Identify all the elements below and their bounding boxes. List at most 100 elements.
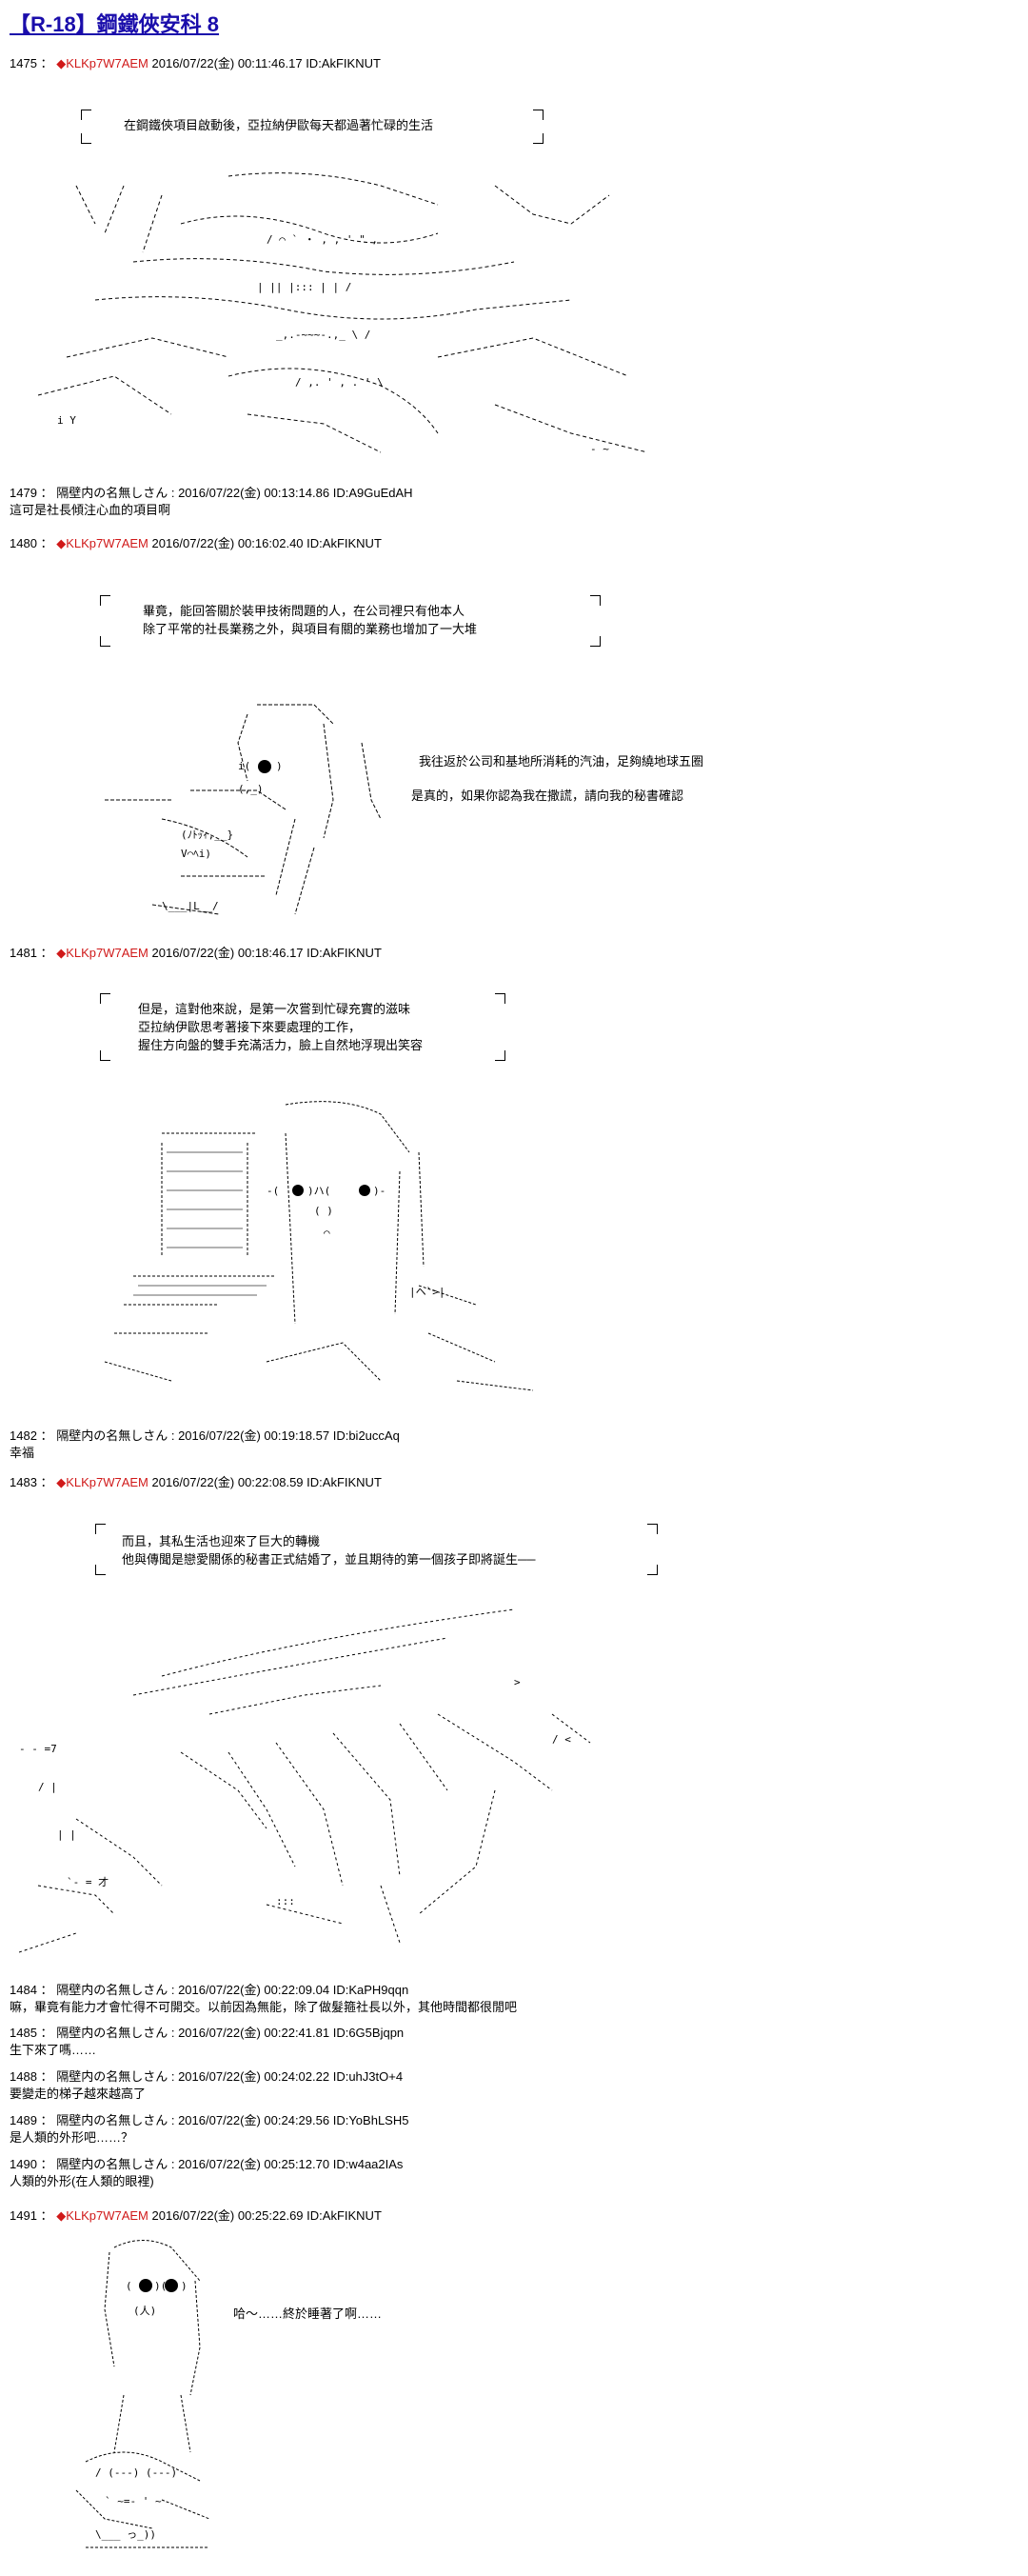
poster-name: 隔壁内の名無しさん xyxy=(56,2113,168,2127)
post-number[interactable]: 1483 xyxy=(10,1475,37,1489)
narration-bracket-icon xyxy=(81,133,91,144)
thread-title-link[interactable]: 【R-18】鋼鐵俠安科 8 xyxy=(10,12,220,36)
narration-bracket-icon xyxy=(590,595,601,606)
post-number[interactable]: 1491 xyxy=(10,2208,37,2223)
poster-name: 隔壁内の名無しさん xyxy=(56,2026,168,2040)
svg-text:(人): (人) xyxy=(133,2305,156,2317)
separator: : xyxy=(170,2026,175,2040)
svg-text:` ~=- ' ~: ` ~=- ' ~ xyxy=(105,2495,162,2507)
svg-text:i Y: i Y xyxy=(57,414,76,427)
separator: : xyxy=(170,2113,175,2127)
narration-bracket-icon xyxy=(647,1565,658,1575)
post-date: 2016/07/22(金) 00:25:22.69 xyxy=(151,2208,304,2223)
post-id[interactable]: ID:AkFIKNUT xyxy=(306,946,382,960)
post-number[interactable]: 1488 xyxy=(10,2069,37,2084)
separator: : xyxy=(170,1983,175,1997)
post-id[interactable]: ID:AkFIKNUT xyxy=(306,536,382,550)
post-header: 1479 ： 隔壁内の名無しさん : 2016/07/22(金) 00:13:1… xyxy=(10,483,413,501)
svg-text:( ): ( ) xyxy=(314,1205,333,1217)
svg-text:`- = 才: `- = 才 xyxy=(67,1875,109,1888)
svg-text:)(: )( xyxy=(154,2280,167,2292)
post-body: 生下來了嗎…… xyxy=(10,2043,97,2057)
post-id[interactable]: ID:w4aa2IAs xyxy=(332,2157,404,2171)
separator: ： xyxy=(40,2208,53,2223)
ascii-art-hand-gesture: - - =7 / | | | `- = 才 > / < ::: xyxy=(19,1600,628,1971)
svg-text:)-: )- xyxy=(373,1185,386,1197)
svg-text:/ <: / < xyxy=(552,1733,571,1746)
svg-text:)ハ(: )ハ( xyxy=(307,1185,330,1197)
poster-name: KLKp7W7AEM xyxy=(66,946,148,960)
separator: : xyxy=(170,486,175,500)
post-body: 是人類的外形吧……？ xyxy=(10,2130,134,2145)
post-number[interactable]: 1490 xyxy=(10,2157,37,2171)
separator: ： xyxy=(40,946,53,960)
post-header: 1482 ： 隔壁内の名無しさん : 2016/07/22(金) 00:19:1… xyxy=(10,1426,400,1444)
svg-text:>: > xyxy=(514,1676,521,1688)
poster-name: 隔壁内の名無しさん xyxy=(56,2069,168,2084)
narration-bracket-icon xyxy=(495,993,505,1004)
post-id[interactable]: ID:YoBhLSH5 xyxy=(332,2113,409,2127)
post-id[interactable]: ID:bi2uccAq xyxy=(332,1428,400,1443)
narration-bracket-icon xyxy=(95,1524,106,1534)
post-number[interactable]: 1484 xyxy=(10,1983,37,1997)
svg-text:\___|L__/: \___|L__/ xyxy=(162,900,219,912)
narration-bracket-icon xyxy=(95,1565,106,1575)
narration-bracket-icon xyxy=(533,110,544,120)
svg-text:⌒: ⌒ xyxy=(324,1227,330,1239)
svg-text:-(: -( xyxy=(267,1185,279,1197)
post-date: 2016/07/22(金) 00:19:18.57 xyxy=(178,1428,330,1443)
post-number[interactable]: 1482 xyxy=(10,1428,37,1443)
poster-name: 隔壁内の名無しさん xyxy=(56,1983,168,1997)
post-number[interactable]: 1479 xyxy=(10,486,37,500)
svg-text:): ) xyxy=(181,2280,188,2292)
post-body: 這可是社長傾注心血的項目啊 xyxy=(10,503,171,517)
svg-text:/ |: / | xyxy=(38,1781,57,1793)
post-number[interactable]: 1475 xyxy=(10,56,37,70)
post-body: 要變走的梯子越來越高了 xyxy=(10,2087,147,2101)
separator: ： xyxy=(40,2157,53,2171)
ascii-art-character-holding-baby: ( )( ) (人) / (---) (---) ` ~=- ' ~ \___ … xyxy=(67,2233,228,2566)
post-date: 2016/07/22(金) 00:18:46.17 xyxy=(151,946,304,960)
post-id[interactable]: ID:AkFIKNUT xyxy=(306,1475,382,1489)
post-id[interactable]: ID:KaPH9qqn xyxy=(332,1983,409,1997)
svg-text:(ﾉﾄｯｨ,__}: (ﾉﾄｯｨ,__} xyxy=(181,829,233,841)
post-number[interactable]: 1480 xyxy=(10,536,37,550)
dialogue-text: 我往返於公司和基地所消耗的汽油，足夠繞地球五圈 xyxy=(419,754,704,769)
post-date: 2016/07/22(金) 00:16:02.40 xyxy=(151,536,304,550)
poster-name: KLKp7W7AEM xyxy=(66,1475,148,1489)
post-id[interactable]: ID:A9GuEdAH xyxy=(332,486,413,500)
post-date: 2016/07/22(金) 00:22:41.81 xyxy=(178,2026,330,2040)
post-number[interactable]: 1485 xyxy=(10,2026,37,2040)
svg-text:| || |::: | | /: | || |::: | | / xyxy=(257,281,351,293)
svg-text:(,_): (,_) xyxy=(238,783,264,795)
svg-text:(: ( xyxy=(126,2280,132,2292)
svg-text:|ヘ`>|: |ヘ`>| xyxy=(409,1286,445,1298)
post-header: 1481 ： ◆KLKp7W7AEM 2016/07/22(金) 00:18:4… xyxy=(10,943,382,961)
post-id[interactable]: ID:AkFIKNUT xyxy=(306,56,381,70)
poster-name: 隔壁内の名無しさん xyxy=(56,486,168,500)
separator: ： xyxy=(40,486,53,500)
poster-name: KLKp7W7AEM xyxy=(66,56,148,70)
separator: : xyxy=(170,2069,175,2084)
post-number[interactable]: 1481 xyxy=(10,946,37,960)
svg-text:/ (---) (---): / (---) (---) xyxy=(95,2466,177,2479)
post-id[interactable]: ID:6G5Bjqpn xyxy=(332,2026,405,2040)
post-id[interactable]: ID:uhJ3tO+4 xyxy=(332,2069,404,2084)
post-number[interactable]: 1489 xyxy=(10,2113,37,2127)
separator: ： xyxy=(40,1983,53,1997)
svg-text:): ) xyxy=(276,760,283,772)
poster-name: 隔壁内の名無しさん xyxy=(56,2157,168,2171)
separator: : xyxy=(170,1428,175,1443)
svg-text:i(: i( xyxy=(238,760,250,772)
trip-diamond-icon: ◆ xyxy=(56,1475,67,1489)
post-body: 幸福 xyxy=(10,1446,35,1460)
svg-text:\___ っ_)): \___ っ_)) xyxy=(95,2528,156,2541)
post-header: 1480 ： ◆KLKp7W7AEM 2016/07/22(金) 00:16:0… xyxy=(10,533,382,551)
post-id[interactable]: ID:AkFIKNUT xyxy=(306,2208,382,2223)
narration-bracket-icon xyxy=(100,595,110,606)
narration-bracket-icon xyxy=(81,110,91,120)
separator: ： xyxy=(40,2026,53,2040)
ascii-art-character-phone: i( ) (,_) (ﾉﾄｯｨ,__} V⌒ﾍi) \___|L__/ xyxy=(95,686,409,933)
post-header: 1475 ： ◆KLKp7W7AEM 2016/07/22(金) 00:11:4… xyxy=(10,53,381,71)
